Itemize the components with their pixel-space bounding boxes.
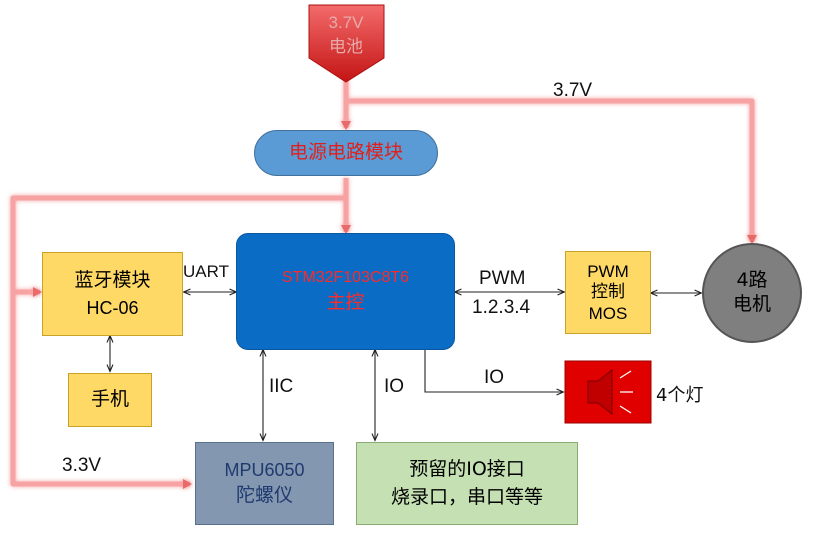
mcu-role: 主控 xyxy=(326,291,365,314)
power-33v-rail-line xyxy=(10,195,346,489)
pwm-mos-line3: MOS xyxy=(588,304,628,324)
pwm-mos-module: PWM 控制 MOS xyxy=(565,251,651,334)
io-port-line2: 烧录口，串口等等 xyxy=(390,485,543,508)
mpu-role: 陀螺仪 xyxy=(235,484,293,507)
mcu-model: STM32F103C8T6 xyxy=(281,269,410,287)
battery-to-motor-line xyxy=(346,98,757,244)
phone-label: 手机 xyxy=(90,388,129,411)
bluetooth-model: HC-06 xyxy=(86,297,139,318)
battery-line1: 3.7V xyxy=(329,13,365,32)
label-3-3v: 3.3V xyxy=(62,455,102,476)
label-uart: UART xyxy=(183,262,229,281)
io-port-line1: 预留的IO接口 xyxy=(409,457,525,480)
signal-lines xyxy=(110,292,701,440)
io-port-module: 预留的IO接口 烧录口，串口等等 xyxy=(356,442,578,525)
label-io-left: IO xyxy=(384,376,405,397)
lights-label: 4个灯 xyxy=(656,385,704,406)
label-pwm: PWM xyxy=(479,268,526,289)
mpu-module: MPU6050 陀螺仪 xyxy=(195,442,334,525)
bluetooth-module: 蓝牙模块 HC-06 xyxy=(42,252,183,336)
phone-block: 手机 xyxy=(68,373,152,427)
motor-line2: 电机 xyxy=(732,293,771,315)
motor-line1: 4路 xyxy=(736,269,768,292)
pwm-mos-line1: PWM xyxy=(587,261,629,281)
bluetooth-title: 蓝牙模块 xyxy=(74,268,151,291)
mpu-model: MPU6050 xyxy=(224,459,305,480)
battery-line2: 电池 xyxy=(329,37,363,57)
label-iic: IIC xyxy=(269,376,294,397)
motor-circle: 4路 电机 xyxy=(702,243,802,343)
label-io-right: IO xyxy=(484,367,505,388)
power-module-label: 电源电路模块 xyxy=(288,141,403,164)
mcu-block: STM32F103C8T6 主控 xyxy=(236,233,455,350)
pwm-mos-line2: 控制 xyxy=(591,281,625,302)
io-light-line xyxy=(424,350,563,392)
speaker-icon xyxy=(564,360,652,424)
battery-shape xyxy=(308,4,385,83)
label-3-7v: 3.7V xyxy=(553,80,593,101)
power-lines xyxy=(10,80,757,489)
power-module: 电源电路模块 xyxy=(254,130,438,176)
label-pwm-channels: 1.2.3.4 xyxy=(472,297,531,318)
